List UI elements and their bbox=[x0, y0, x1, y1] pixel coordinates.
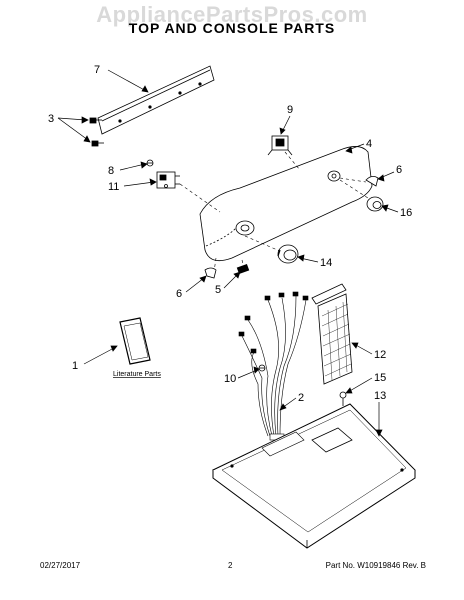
callout-9: 9 bbox=[287, 104, 293, 116]
part-4-console[interactable] bbox=[199, 146, 373, 262]
leader-lines bbox=[57, 69, 399, 437]
footer-page-number: 2 bbox=[228, 561, 233, 570]
callout-14: 14 bbox=[320, 257, 332, 269]
part-1-literature[interactable] bbox=[119, 317, 151, 365]
callout-4: 4 bbox=[366, 138, 372, 150]
part-13-top-panel[interactable] bbox=[212, 403, 416, 549]
part-16-knob[interactable] bbox=[366, 196, 384, 212]
assembly-lines bbox=[179, 151, 369, 273]
part-6-clip-left[interactable] bbox=[204, 267, 217, 279]
callout-8: 8 bbox=[108, 165, 114, 177]
callout-7: 7 bbox=[94, 64, 100, 76]
part-6-clip-right[interactable] bbox=[365, 176, 379, 187]
part-12-lint-filter[interactable] bbox=[311, 283, 353, 385]
part-3-screws[interactable] bbox=[89, 117, 104, 147]
part-10-screw[interactable] bbox=[258, 364, 266, 372]
callout-16: 16 bbox=[400, 207, 412, 219]
part-8-screw[interactable] bbox=[146, 159, 154, 167]
callout-10: 10 bbox=[224, 373, 236, 385]
callout-12: 12 bbox=[374, 349, 386, 361]
part-11-switch[interactable] bbox=[156, 171, 180, 189]
callout-6-right: 6 bbox=[396, 164, 402, 176]
footer-part-number: Part No. W10919846 Rev. B bbox=[325, 561, 426, 570]
callout-11: 11 bbox=[108, 181, 119, 193]
literature-parts-label: Literature Parts bbox=[113, 371, 161, 378]
callout-13: 13 bbox=[374, 390, 386, 402]
callout-2: 2 bbox=[298, 392, 304, 404]
part-2-wire-harness[interactable] bbox=[238, 291, 309, 441]
callout-15: 15 bbox=[374, 372, 386, 384]
callout-6-left: 6 bbox=[176, 288, 182, 300]
callout-numbers: 7 3 8 11 9 4 6 16 14 6 5 1 12 10 15 2 13… bbox=[48, 64, 412, 404]
callout-1: 1 bbox=[72, 360, 78, 372]
watermark-logo: AppliancePartsPros.com bbox=[96, 2, 368, 27]
part-9-switch[interactable] bbox=[267, 135, 293, 156]
callout-3: 3 bbox=[48, 113, 54, 125]
part-15-screw[interactable] bbox=[339, 391, 347, 406]
part-5-spring[interactable] bbox=[236, 263, 250, 275]
part-14-knob[interactable] bbox=[277, 244, 299, 264]
footer-date: 02/27/2017 bbox=[40, 561, 81, 570]
page-title: TOP AND CONSOLE PARTS bbox=[128, 20, 336, 36]
part-7-bracket[interactable] bbox=[97, 65, 215, 135]
callout-5: 5 bbox=[215, 284, 221, 296]
